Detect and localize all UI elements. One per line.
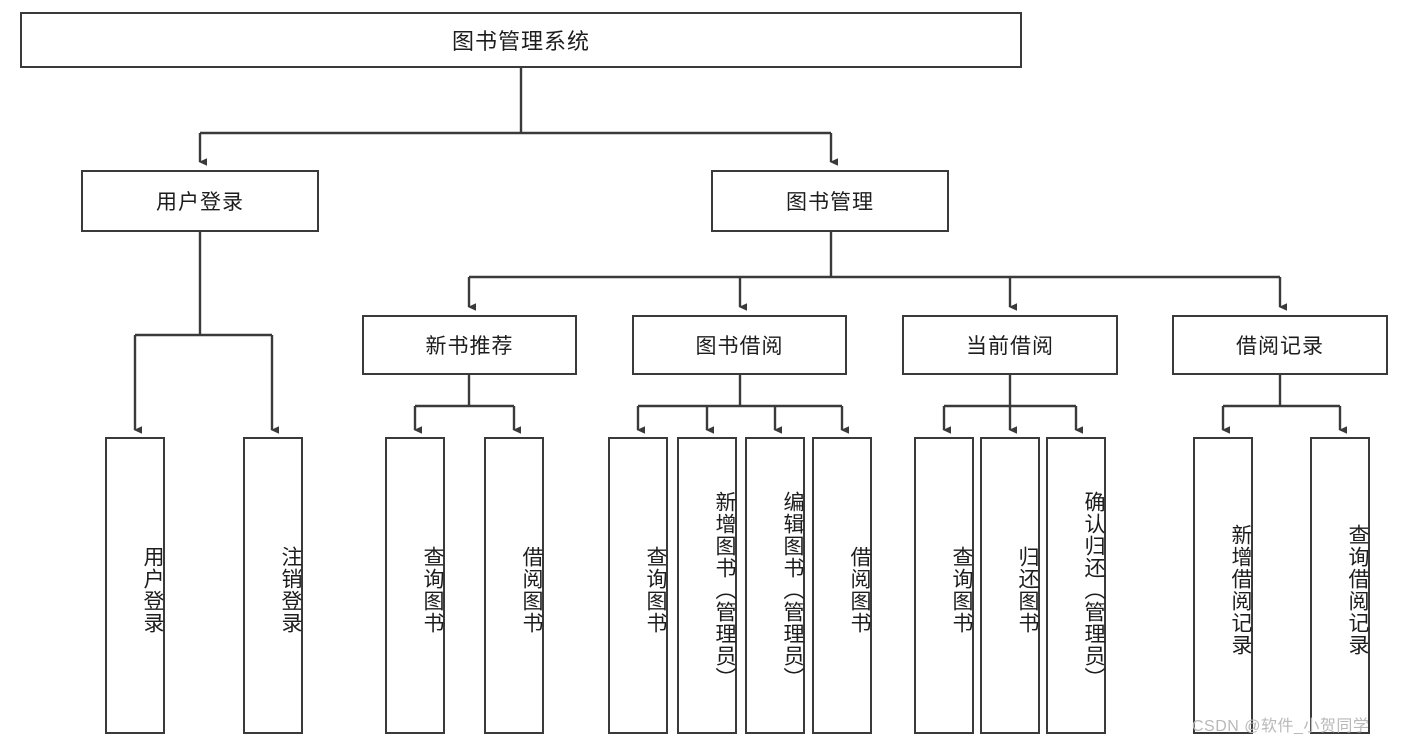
node-current-borrow[interactable]: 当前借阅 [902,315,1118,375]
leaf-add-book-admin[interactable]: 新增图书（管理员） [677,437,737,734]
leaf-logout[interactable]: 注销登录 [243,437,303,734]
leaf-user-login[interactable]: 用户登录 [105,437,165,734]
leaf-borrow-book-new[interactable]: 借阅图书 [484,437,544,734]
node-book-management[interactable]: 图书管理 [711,170,949,232]
leaf-query-borrow-record[interactable]: 查询借阅记录 [1310,437,1370,734]
node-book-borrow[interactable]: 图书借阅 [632,315,847,375]
leaf-query-book-new[interactable]: 查询图书 [385,437,445,734]
leaf-add-borrow-record[interactable]: 新增借阅记录 [1193,437,1253,734]
node-user-login[interactable]: 用户登录 [81,170,319,232]
leaf-query-book-borrow[interactable]: 查询图书 [608,437,668,734]
leaf-confirm-return-admin[interactable]: 确认归还（管理员） [1046,437,1106,734]
watermark: CSDN @软件_小贺同学 [1192,718,1370,735]
node-new-book-recommend[interactable]: 新书推荐 [362,315,577,375]
leaf-return-book[interactable]: 归还图书 [980,437,1040,734]
node-borrow-record[interactable]: 借阅记录 [1172,315,1388,375]
node-root[interactable]: 图书管理系统 [20,12,1022,68]
leaf-borrow-book[interactable]: 借阅图书 [812,437,872,734]
leaf-query-book-current[interactable]: 查询图书 [914,437,974,734]
leaf-edit-book-admin[interactable]: 编辑图书（管理员） [745,437,805,734]
